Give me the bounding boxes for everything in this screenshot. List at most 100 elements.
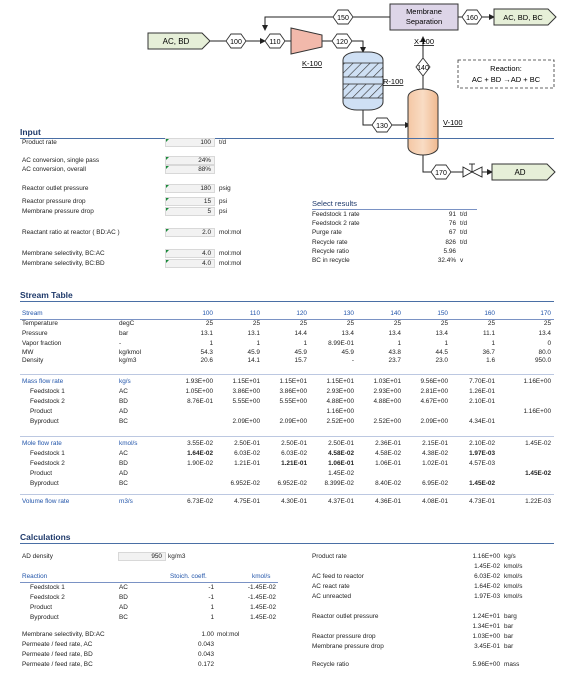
reaction-title: Reaction: [490,64,522,73]
stream-cell: 25 [543,320,551,327]
input-label: Membrane pressure drop [22,208,94,215]
stream-cell: 140 [390,310,401,317]
stream-cell: - [351,357,354,364]
svg-text:120: 120 [336,39,348,46]
stream-row-unit: kmol/s [119,440,138,447]
stream-cell: 23.0 [435,357,448,364]
result-value: 76 [448,220,456,228]
stream-cell: 2.50E-01 [328,440,354,447]
stream-cell: 4.67E+00 [420,398,448,405]
stream-badge-140 [415,57,431,77]
stream-row-label: Pressure [22,330,48,337]
stream-cell: 8.40E-02 [375,480,401,487]
input-field[interactable]: 2.0 [165,228,215,237]
input-label: Reactant ratio at reactor ( BD:AC ) [22,229,120,236]
calc-result-value: 1.03E+00 [472,633,500,640]
calc-result-value: 3.45E-01 [474,643,500,650]
stream-cell: 2.52E+00 [326,418,354,425]
svg-text:Membrane: Membrane [406,7,442,16]
stream-cell: 2.81E+00 [420,388,448,395]
compressor-tag: K-100 [302,59,322,68]
stream-cell: 1.6 [486,357,495,364]
input-field[interactable]: 88% [165,165,215,174]
input-flag-icon [166,157,169,160]
stream-cell: 1 [397,340,401,347]
input-field[interactable]: 15 [165,197,215,206]
svg-text:100: 100 [230,39,242,46]
result-value: 67 [448,229,456,237]
stream-cell: 1.15E+01 [232,378,260,385]
stream-cell: 25 [393,320,401,327]
input-field[interactable]: 100 [165,138,215,147]
stream-cell: 9.56E+00 [420,378,448,385]
calc-result-unit: mass [504,661,520,668]
stream-cell: 2.52E+00 [373,418,401,425]
ad-density-field[interactable]: 950 [118,552,166,561]
input-field[interactable]: 4.0 [165,259,215,268]
reaction-row-label: Feedstock 2 [30,594,65,601]
stream-row-label: Feedstock 2 [30,398,65,405]
membrane-row-value: 0.172 [198,661,214,668]
result-unit: t/d [460,211,468,218]
input-field[interactable]: 180 [165,184,215,193]
calc-result-label: Product rate [312,553,347,560]
calc-result-unit: kmol/s [504,583,523,590]
stream-row-label: Feedstock 1 [30,450,65,457]
calc-result-value: 1.16E+00 [472,553,500,560]
reaction-row-comp: BD [119,594,128,601]
vessel-v100 [407,88,439,156]
membrane-tag: X-100 [414,37,434,46]
stream-row-unit: degC [119,320,135,327]
stream-cell: 4.73E-01 [469,498,495,505]
stream-row-label: Temperature [22,320,58,327]
reaction-row-stoich: -1 [208,584,214,591]
stream-cell: 1.64E-02 [187,450,213,457]
reactor-r100 [342,51,384,111]
stream-row-unit: m3/s [119,498,133,505]
stream-cell: 1.45E-02 [328,470,354,477]
stream-cell: 8.99E-01 [328,340,354,347]
input-unit: psig [219,185,231,192]
input-field[interactable]: 24% [165,156,215,165]
svg-text:Separation: Separation [406,17,442,26]
stream-cell: 80.0 [538,349,551,356]
stream-row-label: Feedstock 2 [30,460,65,467]
stream-cell: 23.7 [388,357,401,364]
stream-cell: 150 [437,310,448,317]
stream-cell: 1.26E-01 [469,388,495,395]
calc-result-label: Reactor pressure drop [312,633,376,640]
stream-cell: 1 [209,340,213,347]
calc-result-unit: kmol/s [504,593,523,600]
stream-row-label: Feedstock 1 [30,388,65,395]
stream-cell: 1.45E-02 [525,440,551,447]
input-field[interactable]: 4.0 [165,249,215,258]
stream-cell: 15.7 [294,357,307,364]
stream-cell: 11.1 [483,330,495,337]
stream-cell: 4.57E-03 [469,460,495,467]
stream-cell: 1 [491,340,495,347]
stream-cell: 1.16E+00 [523,378,551,385]
calc-result-unit: kg/s [504,553,516,560]
stream-cell: 6.73E-02 [187,498,213,505]
stream-cell: 1.03E+01 [373,378,401,385]
reaction-row-rate: -1.45E-02 [247,584,276,591]
result-label: BC in recycle [312,257,350,264]
input-field[interactable]: 5 [165,207,215,216]
stream-badge-100 [225,33,247,49]
stream-cell: 7.70E-01 [469,378,495,385]
stream-cell: 1.16E+00 [523,408,551,415]
stream-cell: 25 [299,320,307,327]
stream-cell: 170 [540,310,551,317]
stream-cell: 2.09E+00 [232,418,260,425]
stream-cell: 4.36E-01 [375,498,401,505]
input-flag-icon [166,166,169,169]
membrane-row-label: Permeate / feed rate, AC [22,641,93,648]
reaction-header-rate: kmol/s [252,573,271,580]
ad-density-unit: kg/m3 [168,553,186,560]
result-value: 826 [445,238,456,246]
input-flag-icon [166,198,169,201]
calc-result-unit: bar [504,643,514,650]
result-label: Purge rate [312,229,342,237]
result-label: Feedstock 1 rate [312,211,360,218]
stream-row-unit: BD [119,398,128,405]
